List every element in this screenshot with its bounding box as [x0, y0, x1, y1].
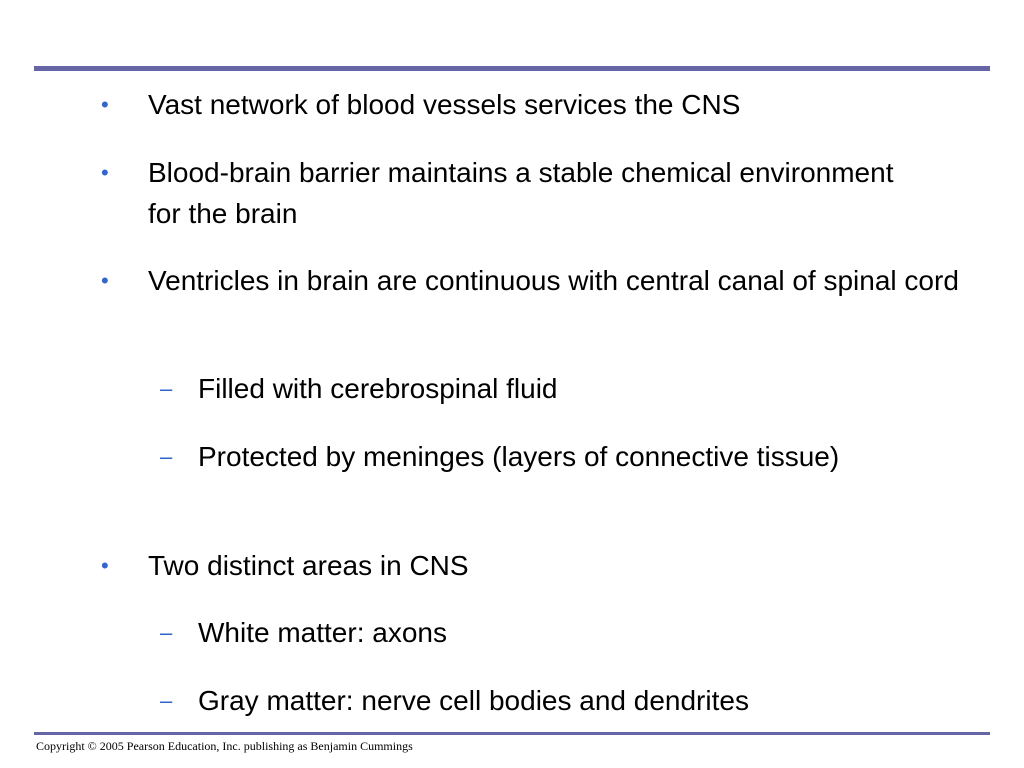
dash-marker: –: [160, 376, 173, 401]
bullet-text: Two distinct areas in CNS: [148, 550, 469, 581]
bullet-item: • Ventricles in brain are continuous wit…: [101, 260, 988, 301]
sub-bullet-item: – Gray matter: nerve cell bodies and den…: [160, 680, 978, 721]
sub-bullet-item: – White matter: axons: [160, 612, 978, 653]
bottom-divider: [34, 732, 990, 735]
dash-marker: –: [160, 620, 173, 645]
bullet-item: • Two distinct areas in CNS: [101, 545, 988, 586]
bullet-item: • Vast network of blood vessels services…: [101, 84, 988, 125]
dash-marker: –: [160, 688, 173, 713]
bullet-marker: •: [101, 92, 109, 117]
sub-bullet-text: Protected by meninges (layers of connect…: [198, 441, 840, 472]
bullet-marker: •: [101, 268, 109, 293]
bullet-text: Blood-brain barrier maintains a stable c…: [148, 157, 894, 229]
bullet-list: • Vast network of blood vessels services…: [101, 84, 988, 721]
copyright-footer: Copyright © 2005 Pearson Education, Inc.…: [36, 739, 413, 753]
bullet-text: Ventricles in brain are continuous with …: [148, 265, 959, 296]
sub-bullet-text: White matter: axons: [198, 617, 447, 648]
top-divider: [34, 66, 990, 71]
bullet-marker: •: [101, 553, 109, 578]
bullet-text: Vast network of blood vessels services t…: [148, 89, 741, 120]
sub-bullet-text: Gray matter: nerve cell bodies and dendr…: [198, 685, 749, 716]
bullet-item: • Blood-brain barrier maintains a stable…: [101, 152, 928, 234]
sub-bullet-item: – Filled with cerebrospinal fluid: [160, 368, 978, 409]
sub-bullet-item: – Protected by meninges (layers of conne…: [160, 436, 898, 477]
sub-bullet-text: Filled with cerebrospinal fluid: [198, 373, 558, 404]
dash-marker: –: [160, 444, 173, 469]
bullet-marker: •: [101, 160, 109, 185]
